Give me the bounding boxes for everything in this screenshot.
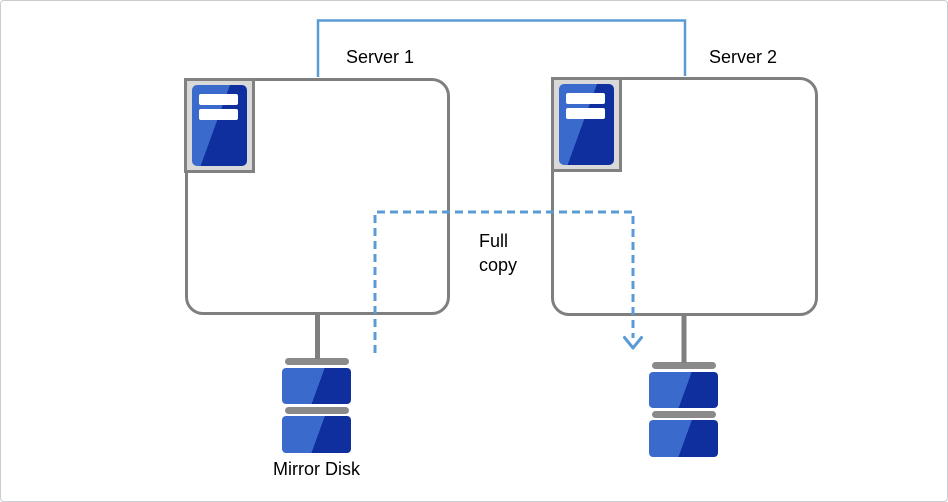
mirror-disk-icon	[282, 358, 351, 453]
server-slot-bar	[566, 108, 605, 119]
disk-stack-icon	[649, 362, 718, 457]
disk-cap-bar	[284, 407, 349, 414]
server2-label: Server 2	[709, 47, 778, 67]
disk-cap-bar	[651, 362, 716, 369]
server1-label: Server 1	[346, 47, 415, 67]
full-copy-label: Full copy	[479, 231, 518, 275]
server-slot-bar	[199, 109, 238, 120]
disk-platter	[649, 420, 718, 457]
disk-cap-bar	[651, 411, 716, 418]
disk-platter	[282, 368, 351, 404]
server1-icon-frame	[184, 78, 255, 173]
server-tower-icon	[192, 85, 247, 166]
full-copy-arrowhead-icon	[623, 336, 643, 350]
disk-platter	[649, 372, 718, 408]
mirror-disk-label: Mirror Disk	[273, 459, 360, 479]
server-tower-icon	[559, 84, 614, 165]
disk-cap-bar	[284, 358, 349, 365]
server2-icon-frame	[551, 77, 622, 172]
server-slot-bar	[199, 94, 238, 105]
disk-platter	[282, 416, 351, 453]
server-slot-bar	[566, 93, 605, 104]
